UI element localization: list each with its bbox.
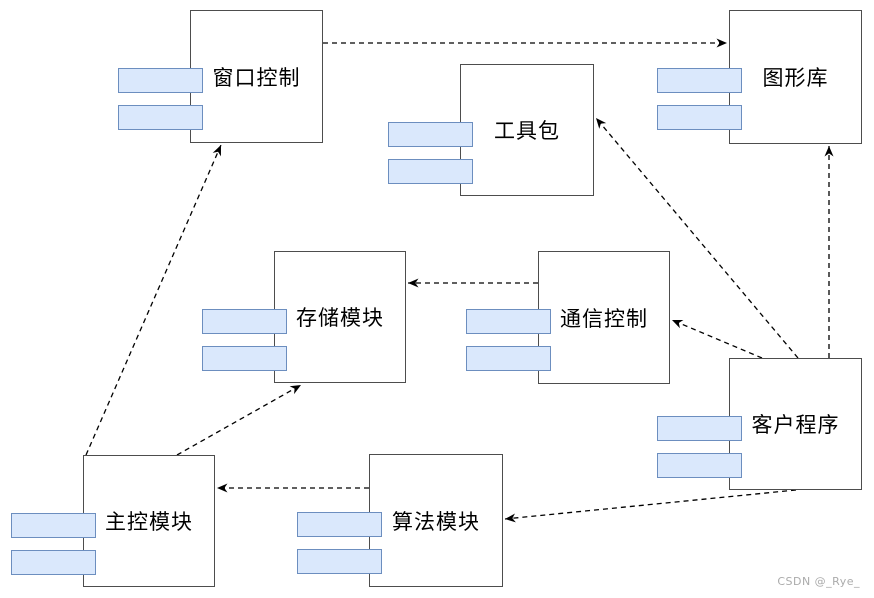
component-algorithm-module: 算法模块	[297, 454, 503, 587]
component-port-tab-icon	[202, 309, 287, 334]
component-label: 客户程序	[751, 413, 840, 437]
component-port-tab-icon	[297, 512, 382, 537]
component-port-tab-icon	[388, 159, 473, 184]
component-port-tab-icon	[466, 309, 551, 334]
component-toolkit: 工具包	[388, 64, 594, 196]
component-label: 图形库	[762, 66, 829, 90]
component-port-tab-icon	[657, 416, 742, 441]
component-port-tab-icon	[118, 105, 203, 130]
connector-client-to-communication-control	[671, 319, 763, 359]
component-storage-module: 存储模块	[202, 251, 406, 383]
component-label: 通信控制	[560, 306, 648, 331]
component-port-tab-icon	[11, 513, 96, 538]
connector-client-to-toolkit	[595, 117, 799, 359]
connector-client-to-algorithm	[504, 489, 797, 523]
component-port-tab-icon	[657, 105, 742, 130]
component-port-tab-icon	[297, 549, 382, 574]
component-main-control-module: 主控模块	[11, 455, 215, 587]
connector-main-control-to-window-control	[85, 144, 222, 456]
component-port-tab-icon	[202, 346, 287, 371]
component-label: 算法模块	[392, 509, 480, 534]
component-port-tab-icon	[118, 68, 203, 93]
component-window-control: 窗口控制	[118, 10, 323, 143]
component-port-tab-icon	[657, 68, 742, 93]
component-label: 主控模块	[105, 510, 193, 534]
component-port-tab-icon	[466, 346, 551, 371]
component-client-program: 客户程序	[657, 358, 862, 490]
component-label: 存储模块	[296, 306, 384, 330]
component-port-tab-icon	[11, 550, 96, 575]
component-communication-control: 通信控制	[466, 251, 670, 384]
connector-main-control-to-storage	[176, 384, 302, 456]
component-port-tab-icon	[657, 453, 742, 478]
component-label: 窗口控制	[212, 65, 301, 90]
component-graphics-library: 图形库	[657, 10, 862, 144]
component-label: 工具包	[494, 119, 560, 143]
watermark: CSDN @_Rye_	[777, 575, 860, 588]
component-port-tab-icon	[388, 122, 473, 147]
